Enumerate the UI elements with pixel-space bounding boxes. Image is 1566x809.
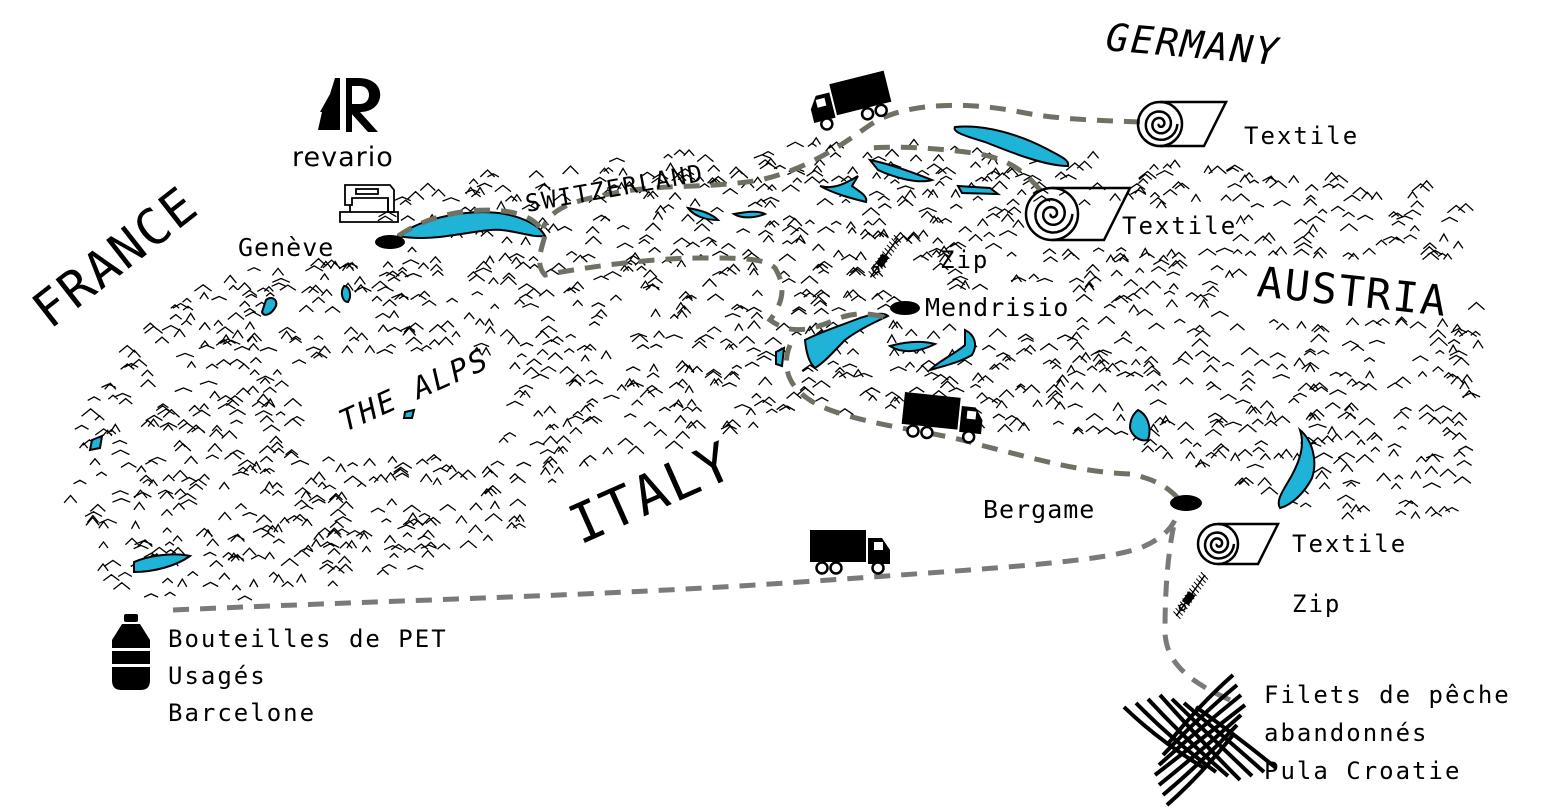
geneve-marker	[375, 235, 405, 249]
city-label-bergame: Bergame	[983, 495, 1095, 524]
label-textile-germany: Textile	[1244, 122, 1359, 150]
label-zip-italy: Zip	[1292, 590, 1341, 618]
bottle-icon	[112, 614, 150, 690]
lake-lucerne	[819, 175, 868, 204]
city-label-mendrisio: Mendrisio	[925, 293, 1069, 322]
route-geneve-lake	[396, 207, 889, 333]
bergame-marker	[1170, 495, 1202, 511]
pet-label-line-2: Usagés	[168, 662, 267, 690]
lake-garda	[1277, 426, 1316, 510]
brand-name: revario	[292, 142, 394, 173]
zippers	[868, 234, 1209, 620]
lake-constance	[953, 125, 1070, 168]
revario-logo-icon	[318, 78, 381, 132]
fishing-net-icon	[1122, 673, 1278, 807]
zipper-icon	[868, 234, 902, 279]
trucks	[810, 70, 983, 575]
lake-small-west-4	[133, 553, 193, 574]
pet-label-line-3: Barcelone	[168, 699, 316, 727]
truck-icon	[901, 392, 983, 444]
route-germany-to-geneve	[540, 102, 1141, 230]
lake-small-west-1	[260, 297, 278, 316]
lake-zurich	[867, 158, 936, 183]
lake-lugano	[887, 340, 938, 352]
lake-thun	[731, 210, 768, 219]
lake-small-center	[402, 408, 416, 419]
fabric-roll-icon	[1024, 186, 1133, 242]
label-textile-switzerland: Textile	[1122, 212, 1237, 240]
fabric-rolls	[1024, 100, 1281, 566]
alps-mountain-texture	[63, 136, 1485, 601]
lake-small-west-2	[340, 284, 352, 304]
truck-icon	[810, 70, 892, 131]
country-label-switzerland: SWITZERLAND	[523, 159, 706, 218]
nets-label-line-1: Filets de pêche	[1264, 681, 1511, 709]
lake-neuchatel	[685, 206, 721, 222]
route-pula-to-bergame	[1162, 519, 1232, 703]
route-barcelone-to-bergame	[172, 518, 1178, 613]
lake-iseo	[1128, 408, 1151, 442]
nets-label-line-3: Pula Croatie	[1264, 757, 1461, 785]
route-mendrisio-to-bergame	[783, 344, 1182, 502]
zipper-icon	[1173, 571, 1209, 620]
label-textile-italy: Textile	[1292, 530, 1407, 558]
fabric-roll-icon	[1136, 100, 1229, 148]
lake-small-west-3	[88, 434, 104, 452]
country-label-germany: GERMANY	[1104, 15, 1282, 74]
lake-walensee	[956, 184, 1002, 196]
nets-label-line-2: abandonnés	[1264, 719, 1429, 747]
lake-como	[926, 328, 977, 372]
truck-icon	[810, 530, 890, 575]
lake-maggiore	[803, 312, 890, 370]
mountain-hatch	[63, 136, 1485, 601]
country-label-italy: ITALY	[560, 429, 743, 557]
city-markers	[375, 235, 1202, 511]
region-label-the-alps: THE ALPS	[334, 342, 495, 439]
lake-small-east	[775, 346, 786, 368]
lake-geneva	[395, 211, 547, 239]
pet-label-line-1: Bouteilles de PET	[168, 625, 448, 653]
country-label-france: FRANCE	[22, 175, 209, 339]
lakes	[88, 125, 1316, 574]
sewing-machine-icon	[339, 184, 399, 223]
label-zip-switzerland: Zip	[940, 246, 989, 274]
city-label-geneve: Genève	[238, 233, 334, 262]
country-label-austria: AUSTRIA	[1255, 257, 1450, 326]
transport-routes	[172, 102, 1232, 703]
mendrisio-marker	[890, 301, 920, 315]
fabric-roll-icon	[1196, 522, 1281, 566]
